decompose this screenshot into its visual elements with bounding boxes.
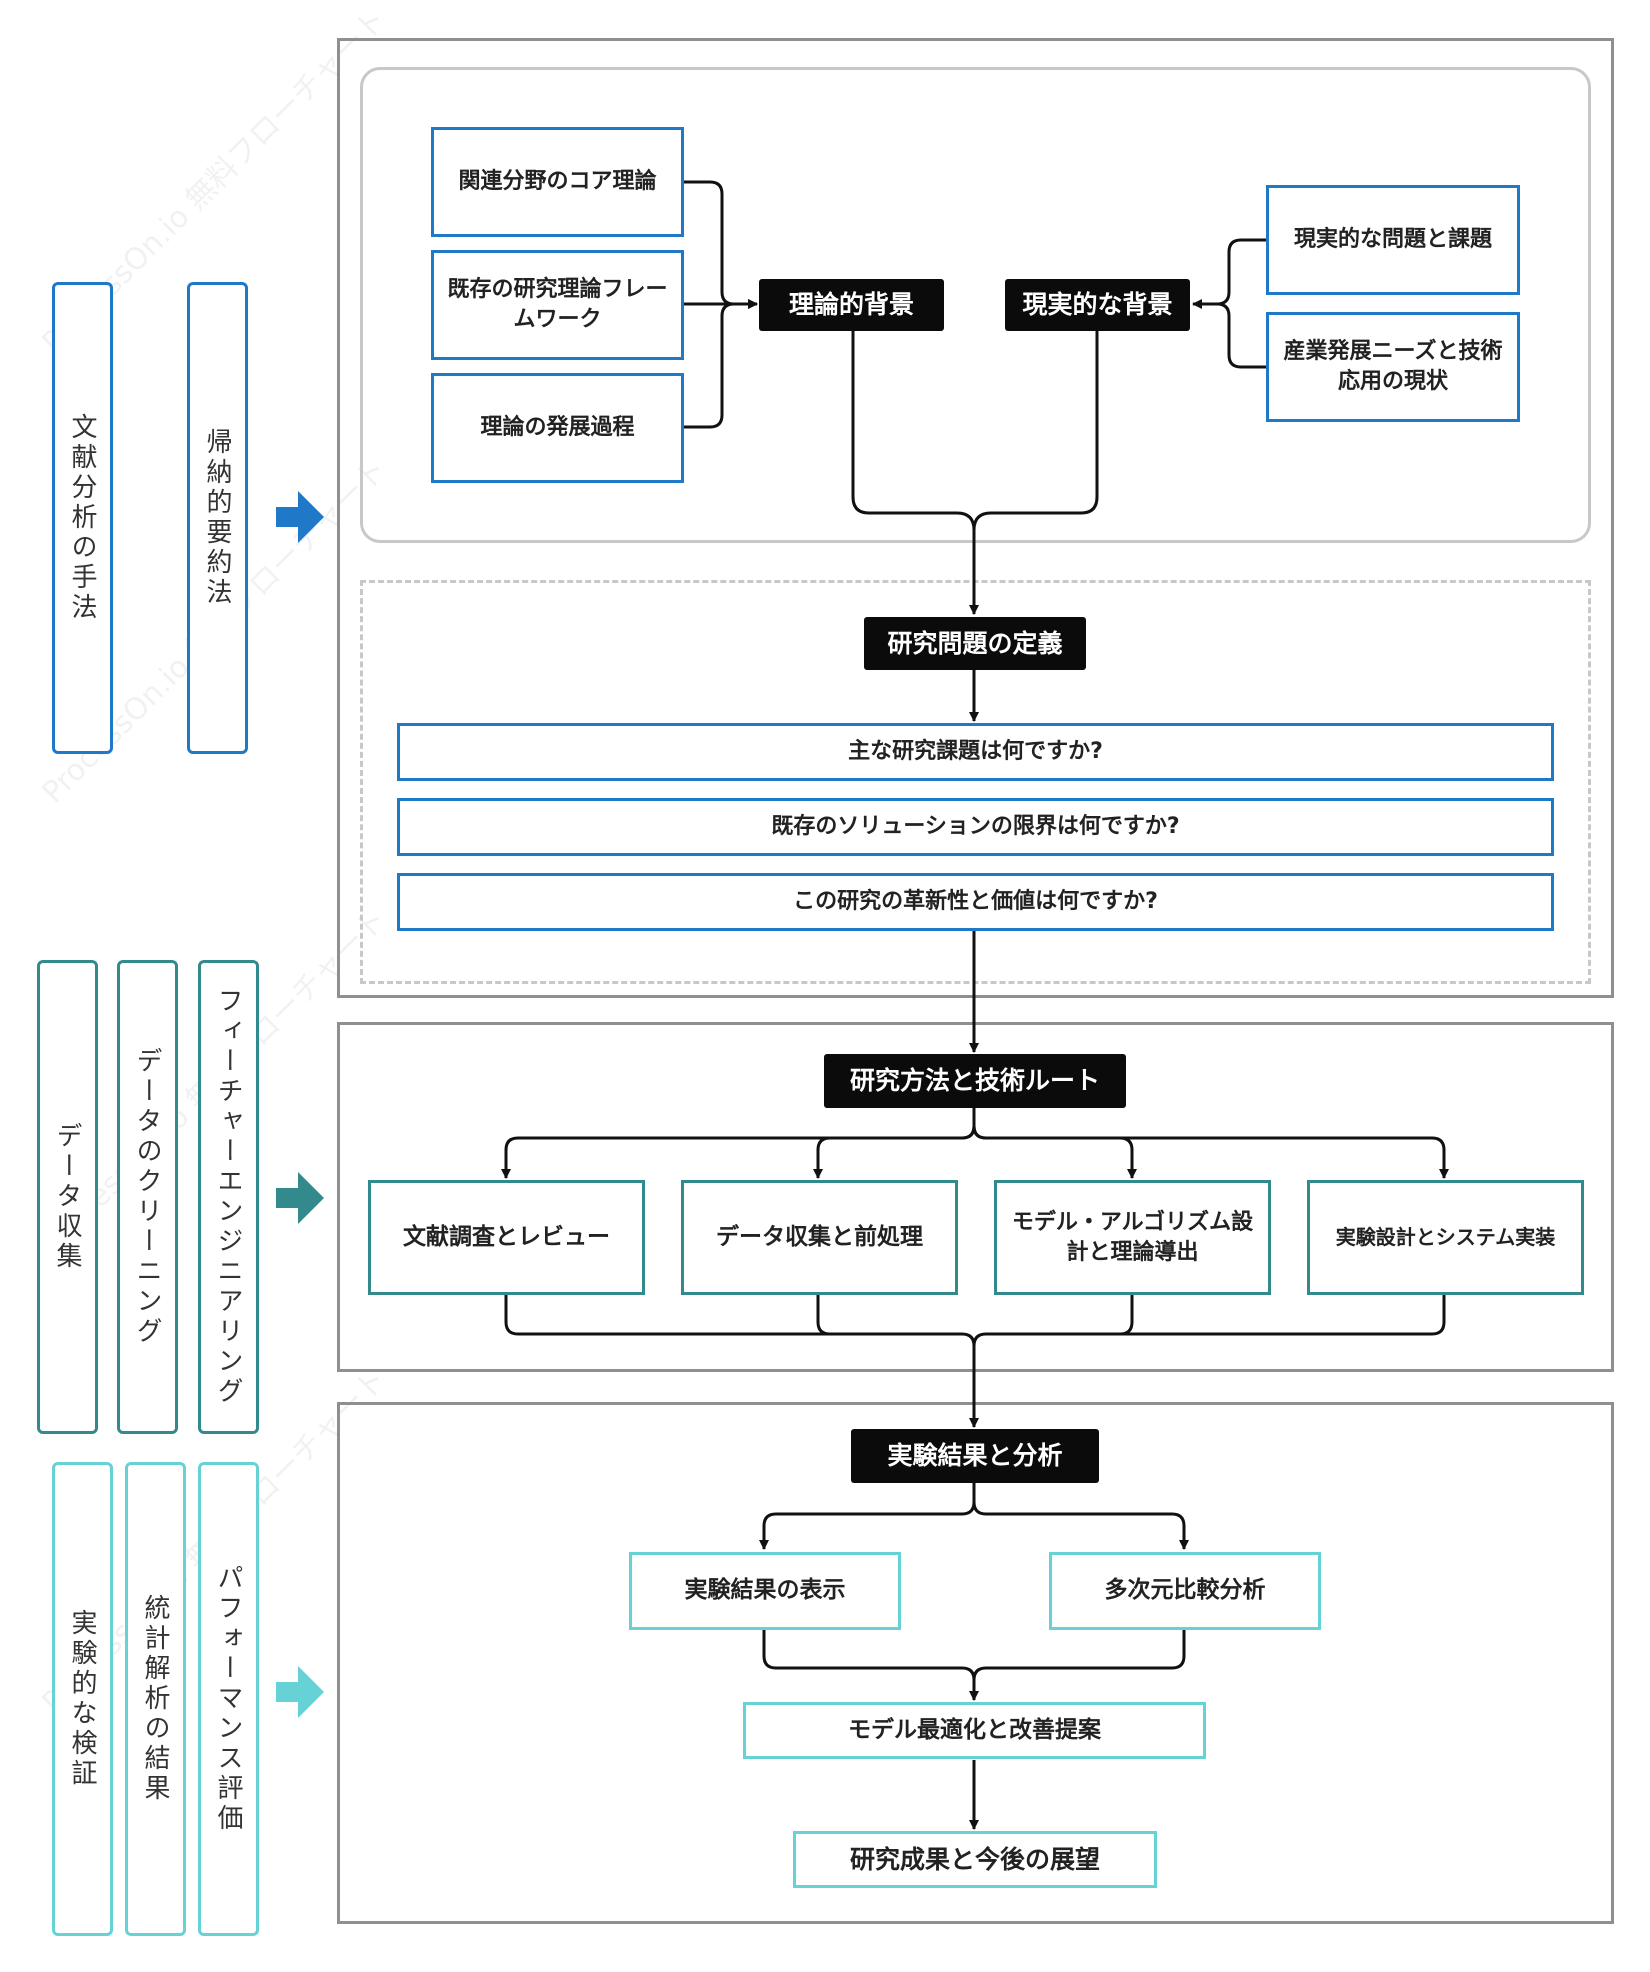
theory-input-development-process: 理論の発展過程 [431, 373, 684, 483]
node-label: 文献調査とレビュー [403, 1223, 610, 1250]
question-limitations: 既存のソリューションの限界は何ですか? [397, 798, 1554, 856]
method-label: データ収集 [52, 1122, 82, 1272]
node-label: 理論の発展過程 [480, 415, 635, 441]
node-label: 関連分野のコア理論 [458, 169, 657, 195]
node-label: 現実的な問題と課題 [1293, 227, 1492, 253]
method-label: 統計解析の結果 [140, 1594, 170, 1804]
method-label: フィーチャーエンジニアリング [213, 987, 243, 1407]
method-feature-engineering: フィーチャーエンジニアリング [198, 960, 259, 1434]
problem-definition-node: 研究問題の定義 [864, 617, 1086, 670]
results-title-node: 実験結果と分析 [851, 1429, 1099, 1483]
question-innovation-value: この研究の革新性と価値は何ですか? [397, 873, 1554, 931]
method-literature-analysis: 文献分析の手法 [52, 282, 113, 754]
node-label: 産業発展ニーズと技術応用の現状 [1283, 339, 1503, 394]
node-label: 研究成果と今後の展望 [849, 1844, 1100, 1874]
right-arrow-icon [276, 1666, 324, 1718]
method-item-literature-review: 文献調査とレビュー [368, 1180, 645, 1295]
method-item-system-implementation: 実験設計とシステム実装 [1307, 1180, 1584, 1295]
practical-input-industry-needs: 産業発展ニーズと技術応用の現状 [1266, 312, 1520, 422]
method-label: 実験的な検証 [67, 1609, 97, 1789]
theory-input-existing-framework: 既存の研究理論フレームワーク [431, 250, 684, 360]
method-experimental-verification: 実験的な検証 [52, 1462, 113, 1936]
node-label: 既存の研究理論フレームワーク [447, 277, 668, 332]
theory-input-core-theory: 関連分野のコア理論 [431, 127, 684, 237]
method-item-data-preprocessing: データ収集と前処理 [681, 1180, 958, 1295]
node-label: 現実的な背景 [1022, 290, 1173, 320]
node-label: 研究問題の定義 [887, 628, 1063, 658]
method-inductive-summary: 帰納的要約法 [187, 282, 248, 754]
node-label: 研究方法と技術ルート [849, 1066, 1100, 1096]
node-label: 既存のソリューションの限界は何ですか? [771, 814, 1180, 840]
node-label: モデル最適化と改善提案 [848, 1716, 1101, 1743]
node-label: 実験設計とシステム実装 [1335, 1225, 1556, 1249]
practical-input-problems: 現実的な問題と課題 [1266, 185, 1520, 295]
method-data-collection: データ収集 [37, 960, 98, 1434]
question-main-topic: 主な研究課題は何ですか? [397, 723, 1554, 781]
node-label: 実験結果と分析 [887, 1441, 1063, 1471]
method-item-model-design: モデル・アルゴリズム設計と理論導出 [994, 1180, 1271, 1295]
node-label: データ収集と前処理 [716, 1223, 923, 1250]
method-label: 帰納的要約法 [202, 428, 232, 608]
method-data-cleaning: データのクリーニング [117, 960, 178, 1434]
methods-title-node: 研究方法と技術ルート [824, 1054, 1126, 1108]
right-arrow-icon [276, 491, 324, 543]
node-label: 多次元比較分析 [1104, 1577, 1266, 1604]
method-label: データのクリーニング [132, 1047, 162, 1347]
method-statistical-results: 統計解析の結果 [125, 1462, 186, 1936]
node-label: モデル・アルゴリズム設計と理論導出 [1011, 1209, 1254, 1265]
node-label: 実験結果の表示 [684, 1577, 846, 1604]
node-label: 主な研究課題は何ですか? [848, 739, 1103, 765]
outcome-node: 研究成果と今後の展望 [793, 1831, 1157, 1888]
result-item-display: 実験結果の表示 [629, 1552, 901, 1630]
result-item-comparison: 多次元比較分析 [1049, 1552, 1321, 1630]
right-arrow-icon [276, 1172, 324, 1224]
method-label: パフォーマンス評価 [213, 1564, 243, 1834]
method-performance-evaluation: パフォーマンス評価 [198, 1462, 259, 1936]
optimization-node: モデル最適化と改善提案 [743, 1702, 1206, 1759]
node-label: 理論的背景 [788, 290, 914, 320]
practical-background-node: 現実的な背景 [1005, 279, 1190, 331]
theoretical-background-node: 理論的背景 [759, 279, 944, 331]
node-label: この研究の革新性と価値は何ですか? [793, 889, 1158, 915]
method-label: 文献分析の手法 [67, 413, 97, 623]
